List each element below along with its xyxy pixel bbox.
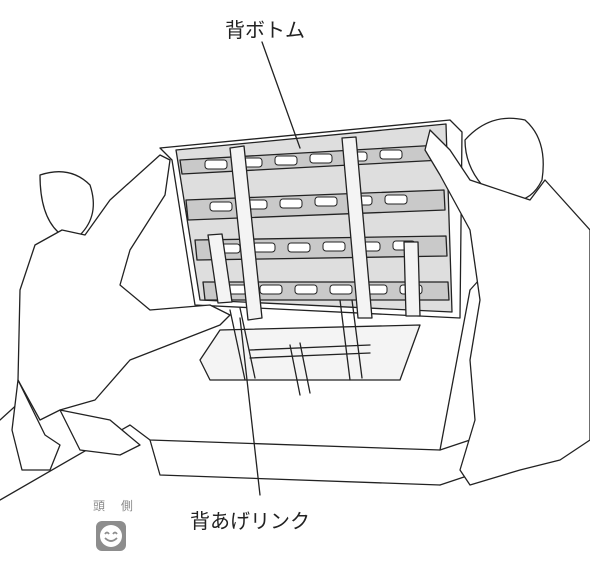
left-worker [11,154,231,471]
head-side-label: 頭 側 [93,499,139,513]
back-lift-link-label: 背あげリンク [190,509,310,533]
back-bottom-label: 背ボトム [225,18,305,42]
back-bottom-leader [261,41,301,149]
right-worker [424,117,590,486]
smiling-face-icon [96,521,126,551]
back-lift-links [229,299,371,396]
lift-link-leader [239,317,261,496]
back-bottom-frame [159,119,463,321]
